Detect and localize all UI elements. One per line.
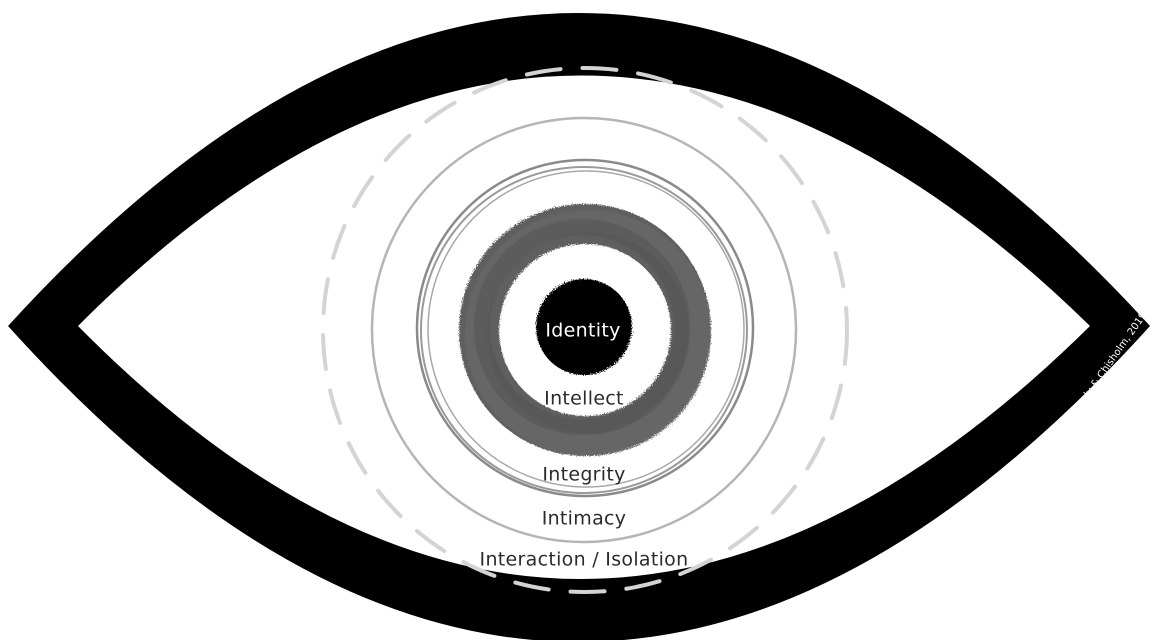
integrity-label: Integrity [542, 464, 625, 486]
identity-label: Identity [545, 320, 620, 342]
intimacy-label: Intimacy [542, 508, 627, 530]
intellect-label: Intellect [544, 388, 624, 410]
interaction-isolation-label: Interaction / Isolation [480, 549, 689, 571]
